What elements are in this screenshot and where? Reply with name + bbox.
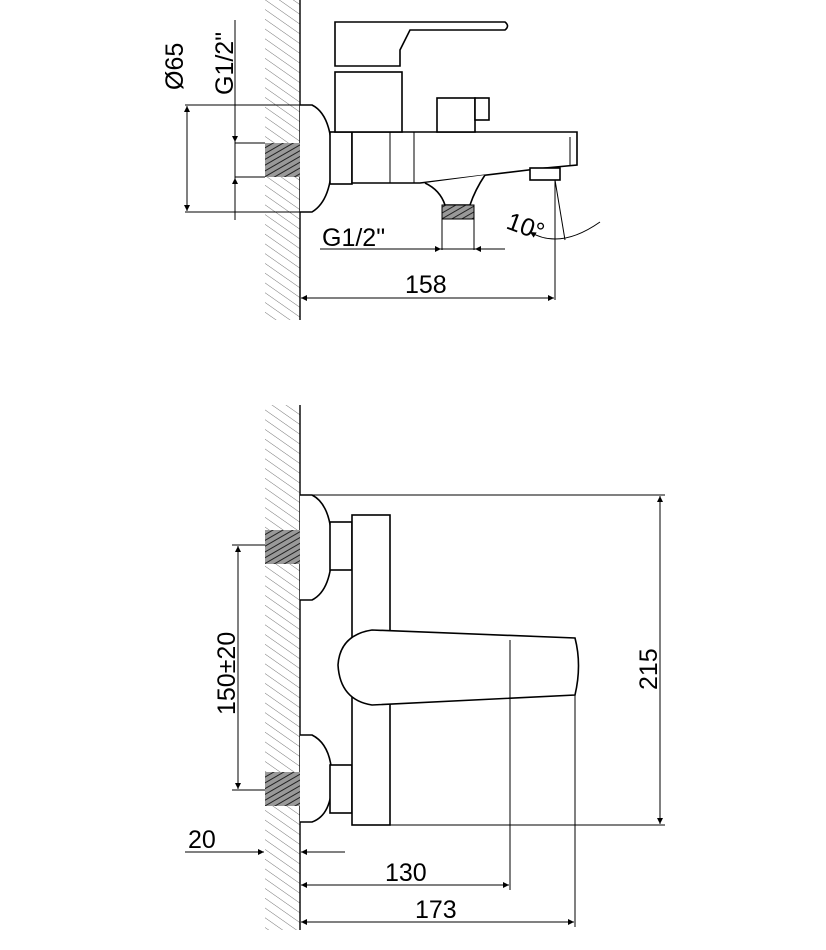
wall-hatch bbox=[265, 405, 300, 930]
inlet-thread-label: G1/2" bbox=[211, 32, 239, 95]
cartridge-body bbox=[334, 71, 403, 133]
front-view: 215 150±20 20 130 173 bbox=[185, 405, 665, 930]
aerator bbox=[529, 167, 561, 181]
length-label: 158 bbox=[405, 271, 447, 299]
side-view: Ø65 G1/2" G1/2" 10° 158 bbox=[161, 0, 601, 320]
handle-lever bbox=[337, 629, 580, 706]
escutcheon bbox=[300, 104, 333, 213]
nut bbox=[329, 131, 353, 185]
handle-reach-label: 130 bbox=[385, 859, 427, 887]
diverter-button bbox=[436, 97, 476, 133]
outlet-thread-label: G1/2" bbox=[322, 224, 385, 252]
inlet-spacing-label: 150±20 bbox=[213, 632, 241, 715]
height-label: 215 bbox=[635, 648, 663, 690]
lower-escutcheon bbox=[300, 734, 333, 823]
upper-escutcheon bbox=[300, 494, 333, 601]
offset-label: 20 bbox=[188, 826, 216, 854]
handle-lever bbox=[334, 21, 509, 67]
total-depth-label: 173 bbox=[415, 896, 457, 924]
diameter-label: Ø65 bbox=[161, 43, 189, 90]
angle-label: 10° bbox=[503, 207, 548, 246]
inlet-thread bbox=[265, 143, 300, 177]
